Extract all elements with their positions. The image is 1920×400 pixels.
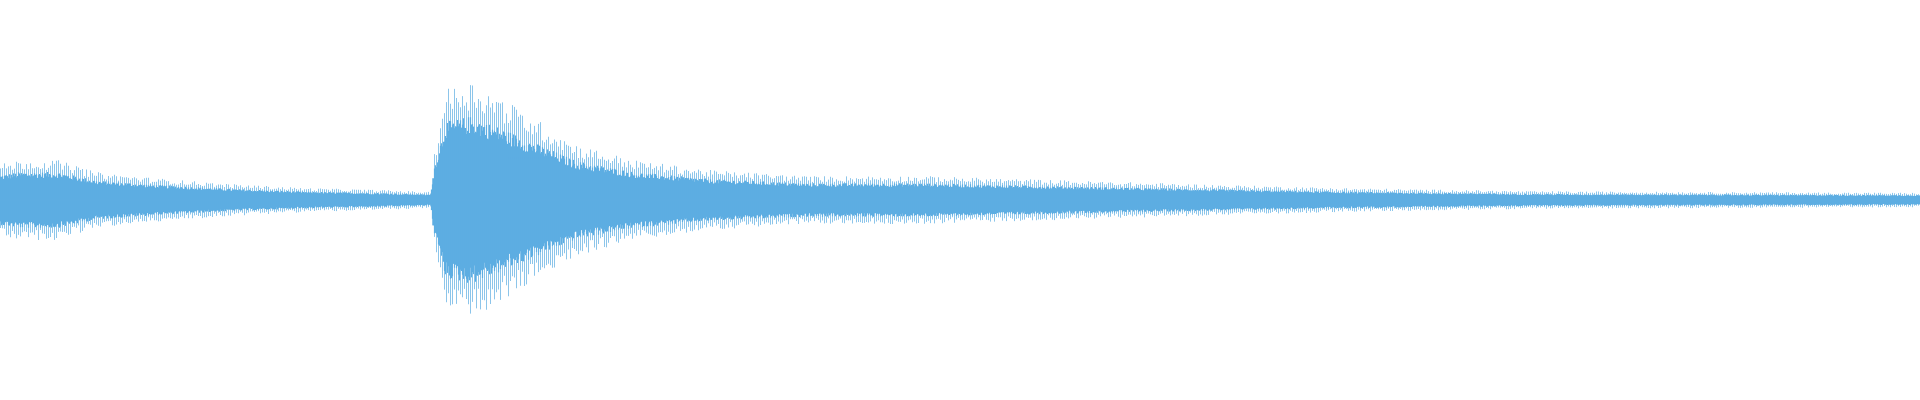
waveform-samples <box>0 85 1920 314</box>
